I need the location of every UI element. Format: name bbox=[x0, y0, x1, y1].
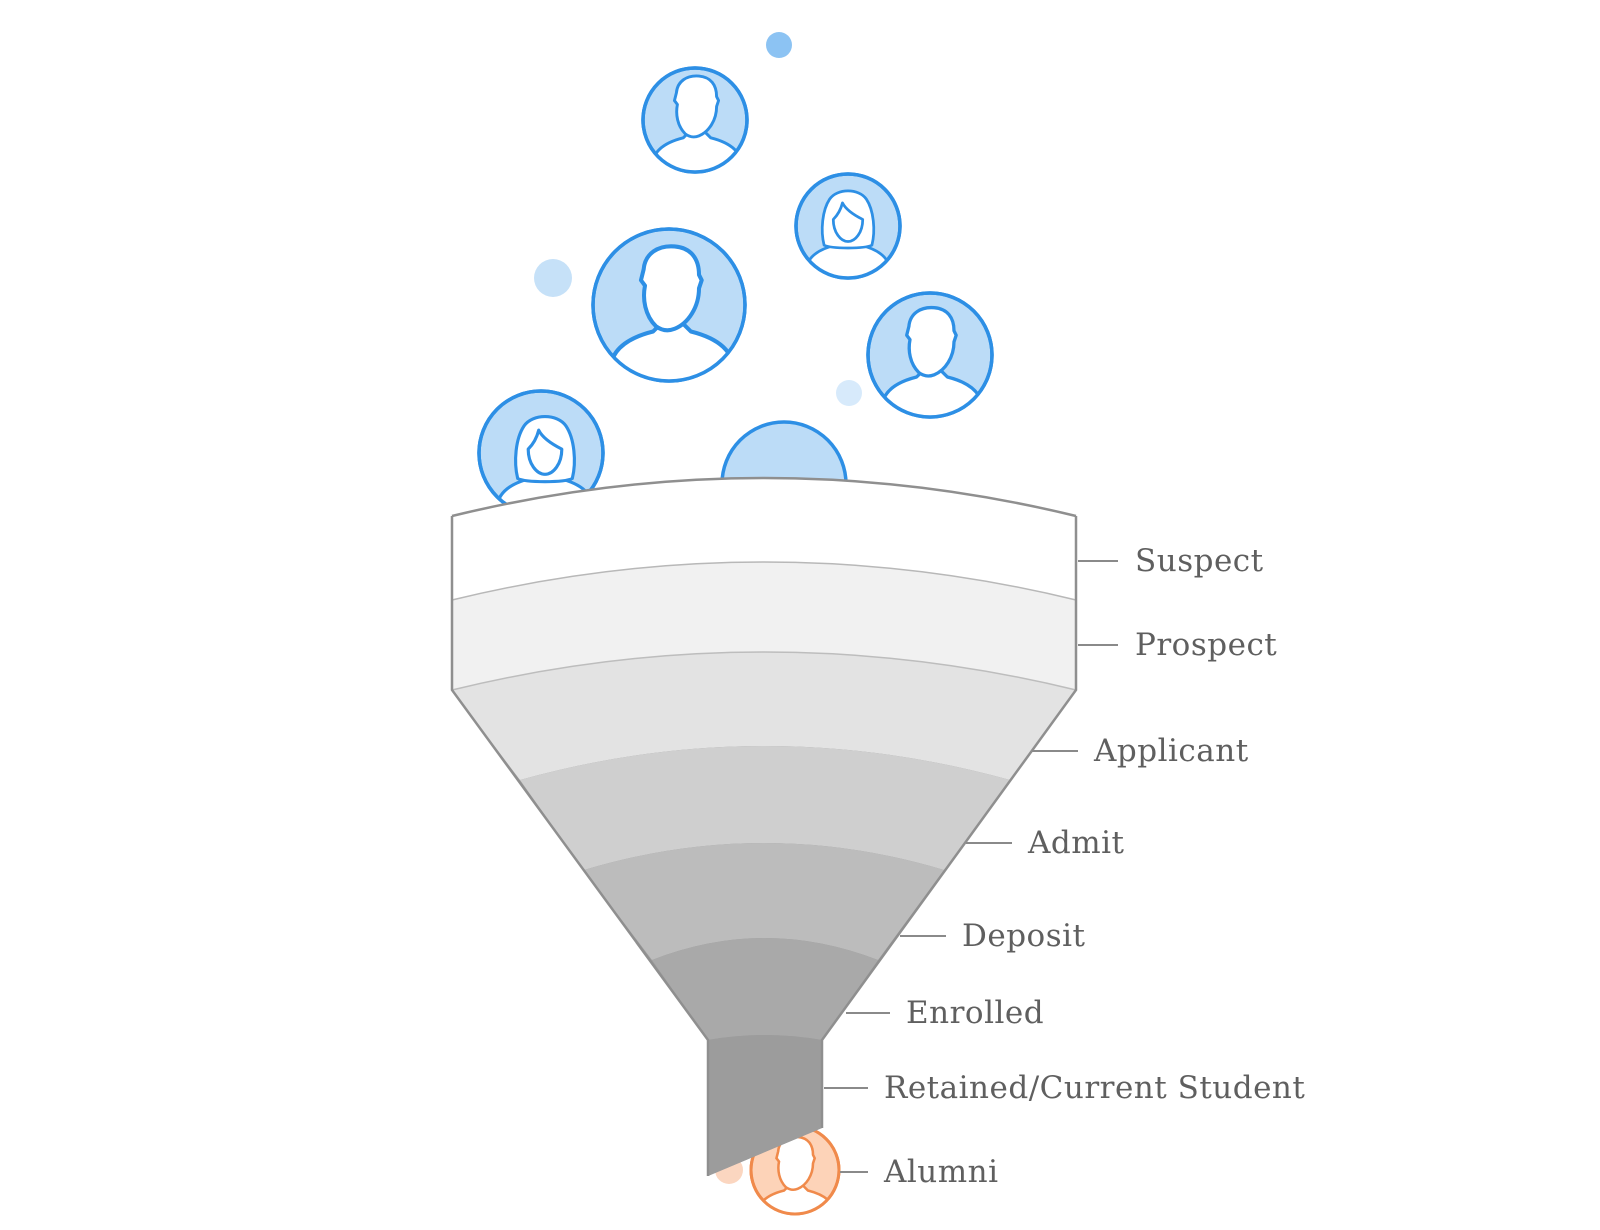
person-male-icon bbox=[866, 291, 994, 419]
people-cluster bbox=[477, 32, 994, 548]
stage-alumni: Alumni bbox=[840, 1154, 999, 1190]
person-male-icon bbox=[591, 227, 747, 383]
person-female-icon bbox=[794, 172, 902, 280]
stage-labels: Suspect Prospect Applicant Admit Deposit… bbox=[824, 543, 1305, 1190]
funnel-band-suspect bbox=[452, 478, 1076, 600]
funnel-band-enrolled bbox=[652, 938, 878, 1040]
dot-icon bbox=[534, 259, 572, 297]
stage-label: Admit bbox=[1027, 825, 1125, 861]
stage-admit: Admit bbox=[966, 825, 1125, 861]
stage-retained: Retained/Current Student bbox=[824, 1070, 1305, 1106]
stage-label: Alumni bbox=[883, 1154, 999, 1190]
stage-label: Enrolled bbox=[906, 995, 1044, 1031]
stage-prospect: Prospect bbox=[1078, 627, 1277, 663]
funnel-band-deposit bbox=[584, 843, 944, 960]
funnel-band-retained bbox=[708, 1035, 822, 1176]
stage-label: Applicant bbox=[1093, 733, 1249, 769]
funnel-band-admit bbox=[520, 746, 1010, 870]
stage-label: Suspect bbox=[1135, 543, 1264, 579]
stage-enrolled: Enrolled bbox=[846, 995, 1044, 1031]
funnel bbox=[450, 476, 1078, 1176]
stage-label: Retained/Current Student bbox=[884, 1070, 1305, 1106]
stage-label: Deposit bbox=[962, 918, 1086, 954]
dot-icon bbox=[836, 380, 862, 406]
dot-icon bbox=[766, 32, 792, 58]
stage-suspect: Suspect bbox=[1078, 543, 1264, 579]
stage-deposit: Deposit bbox=[900, 918, 1086, 954]
stage-applicant: Applicant bbox=[1032, 733, 1249, 769]
person-male-icon bbox=[641, 66, 749, 174]
funnel-band-applicant bbox=[452, 652, 1076, 780]
stage-label: Prospect bbox=[1135, 627, 1277, 663]
funnel-band-prospect bbox=[452, 562, 1076, 690]
